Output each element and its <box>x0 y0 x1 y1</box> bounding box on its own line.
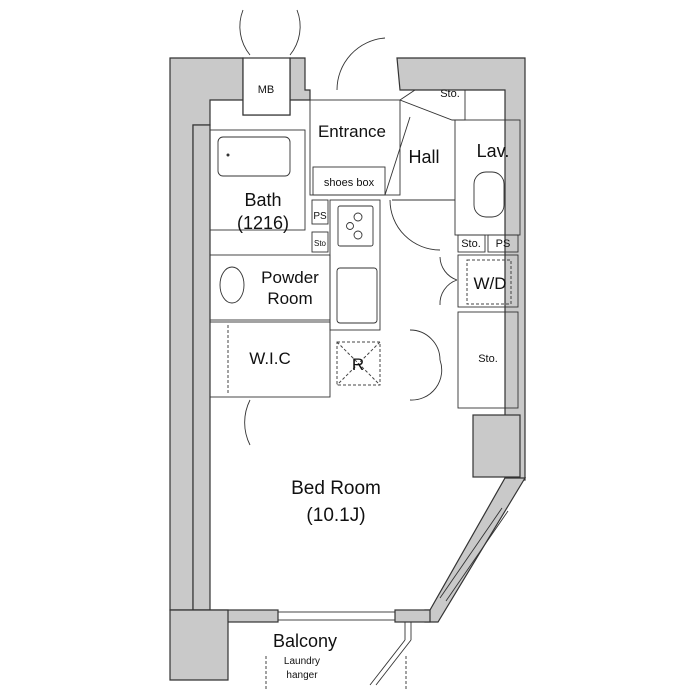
label-laundry-2: hanger <box>286 670 318 681</box>
label-ps-right: PS <box>496 238 511 250</box>
label-bath-size: (1216) <box>237 213 289 233</box>
label-wd: W/D <box>473 274 506 293</box>
label-hall: Hall <box>408 147 439 167</box>
label-sto-right: Sto. <box>478 353 498 365</box>
label-shoes-box: shoes box <box>324 177 375 189</box>
label-wic: W.I.C <box>249 349 291 368</box>
label-fridge: R <box>352 355 364 374</box>
interior-lines <box>209 9 521 690</box>
label-ps-left: PS <box>313 211 327 222</box>
label-bedroom: Bed Room <box>291 478 381 499</box>
label-powder-2: Room <box>267 289 312 308</box>
label-balcony: Balcony <box>273 631 337 651</box>
label-laundry-1: Laundry <box>284 656 320 667</box>
label-bath: Bath <box>244 190 281 210</box>
label-sto-small: Sto <box>314 239 327 248</box>
walls <box>169 57 527 681</box>
label-sto-top: Sto. <box>440 88 460 100</box>
label-mb: MB <box>258 84 275 96</box>
label-lav: Lav. <box>477 141 510 161</box>
label-sto-lav: Sto. <box>461 238 481 250</box>
label-powder-1: Powder <box>261 268 319 287</box>
label-bedroom-size: (10.1J) <box>306 505 365 526</box>
label-entrance: Entrance <box>318 122 386 141</box>
